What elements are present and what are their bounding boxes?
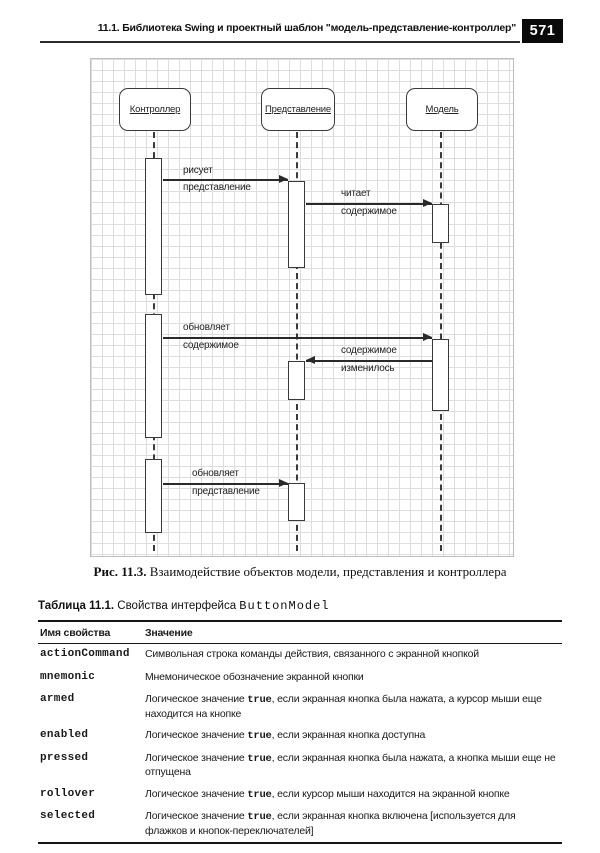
property-name: selected [40, 810, 96, 822]
message-label: представление [183, 182, 251, 193]
activation-view-3 [288, 483, 305, 521]
message-label: содержимое [341, 206, 397, 217]
actor-controller: Контроллер [119, 88, 191, 131]
arrowhead-right-icon [423, 199, 432, 207]
table-title: Таблица 11.1. Свойства интерфейса Button… [38, 599, 330, 613]
message-label: изменилось [341, 363, 395, 374]
header-rule [40, 41, 520, 43]
activation-controller-3 [145, 459, 162, 533]
lifeline-view [296, 132, 298, 551]
property-desc: Логическое значение true, если экранная … [145, 729, 426, 742]
table-title-label: Таблица 11.1. [38, 600, 115, 612]
property-desc: Логическое значение true, если экранная … [145, 693, 542, 720]
arrowhead-right-icon [279, 175, 288, 183]
figure-caption: Рис. 11.3. Взаимодействие объектов модел… [0, 564, 600, 580]
actor-view-label: Представление [265, 104, 331, 115]
property-desc: Логическое значение true, если экранная … [145, 751, 556, 779]
table-title-text: Свойства интерфейса [114, 600, 240, 612]
message-arrow-draw-view [163, 179, 288, 181]
activation-view-2 [288, 361, 305, 400]
message-label: читает [341, 188, 371, 199]
figure-caption-text: Взаимодействие объектов модели, представ… [146, 564, 507, 579]
table-row: pressed Логическое значение true, если э… [38, 748, 562, 784]
property-desc: Символьная строка команды действия, связ… [145, 648, 479, 660]
table-header-row: Имя свойства Значение [38, 622, 562, 644]
arrowhead-left-icon [306, 356, 315, 364]
property-name: armed [40, 693, 75, 705]
arrowhead-right-icon [423, 333, 432, 341]
activation-model-2 [432, 339, 449, 411]
page-number-box: 571 [522, 19, 563, 43]
table-title-code: ButtonModel [239, 599, 330, 613]
actor-model-label: Модель [425, 104, 459, 115]
property-desc: Мнемоническое обозначение экранной кнопк… [145, 670, 364, 683]
activation-controller-2 [145, 314, 162, 438]
property-desc: Логическое значение true, если курсор мы… [145, 787, 510, 801]
column-header-name: Имя свойства [40, 627, 111, 639]
activation-view-1 [288, 181, 305, 268]
message-label: представление [192, 486, 260, 497]
figure-caption-label: Рис. 11.3. [93, 564, 147, 579]
message-label: обновляет [192, 468, 239, 479]
arrowhead-right-icon [279, 479, 288, 487]
property-name: actionCommand [40, 648, 130, 660]
actor-controller-label: Контроллер [129, 104, 181, 115]
property-name: rollover [40, 787, 96, 800]
message-arrow-read-content [306, 203, 432, 205]
page-number: 571 [529, 23, 556, 39]
message-label: содержимое [183, 340, 239, 351]
message-arrow-update-content [163, 337, 432, 339]
sequence-diagram: Контроллер Представление Модель рисует п… [90, 58, 514, 557]
message-label: содержимое [341, 345, 397, 356]
property-name: mnemonic [40, 670, 96, 683]
table-row: selected Логическое значение true, если … [38, 806, 562, 842]
message-label: рисует [183, 165, 213, 176]
table-row: armed Логическое значение true, если экр… [38, 689, 562, 725]
actor-view: Представление [261, 88, 335, 131]
table-row: enabled Логическое значение true, если э… [38, 725, 562, 748]
column-header-value: Значение [145, 627, 193, 639]
table-row: mnemonic Мнемоническое обозначение экран… [38, 667, 562, 690]
property-name: enabled [40, 729, 89, 741]
buttonmodel-table: Имя свойства Значение actionCommand Симв… [38, 620, 562, 844]
message-label: обновляет [183, 322, 230, 333]
actor-model: Модель [406, 88, 478, 131]
table-row: actionCommand Символьная строка команды … [38, 644, 562, 667]
property-desc: Логическое значение true, если экранная … [145, 810, 516, 837]
message-arrow-update-view [163, 483, 288, 485]
property-name: pressed [40, 751, 89, 764]
table-row: rollover Логическое значение true, если … [38, 784, 562, 807]
running-header-title: 11.1. Библиотека Swing и проектный шабло… [97, 22, 516, 34]
message-arrow-content-changed [306, 360, 432, 362]
activation-model-1 [432, 204, 449, 243]
activation-controller-1 [145, 158, 162, 295]
